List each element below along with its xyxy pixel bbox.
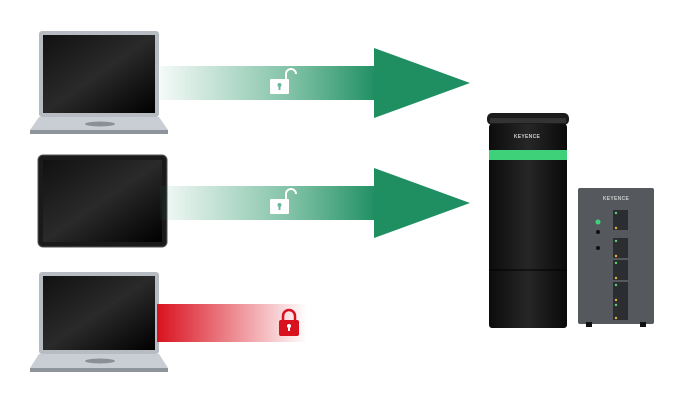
tower-logo: KEYENCE bbox=[513, 134, 541, 140]
security-device-tower bbox=[487, 113, 569, 328]
unlocked-padlock-icon bbox=[270, 68, 297, 94]
laptop-3 bbox=[30, 272, 168, 372]
tablet bbox=[37, 154, 168, 248]
switch-logo: KEYENCE bbox=[602, 196, 630, 202]
allowed-arrow-1 bbox=[160, 48, 470, 118]
network-switch bbox=[578, 188, 654, 327]
locked-padlock-icon bbox=[279, 308, 299, 336]
laptop-1 bbox=[30, 31, 168, 134]
unlocked-padlock-icon bbox=[270, 188, 297, 214]
allowed-arrow-2 bbox=[160, 168, 470, 238]
